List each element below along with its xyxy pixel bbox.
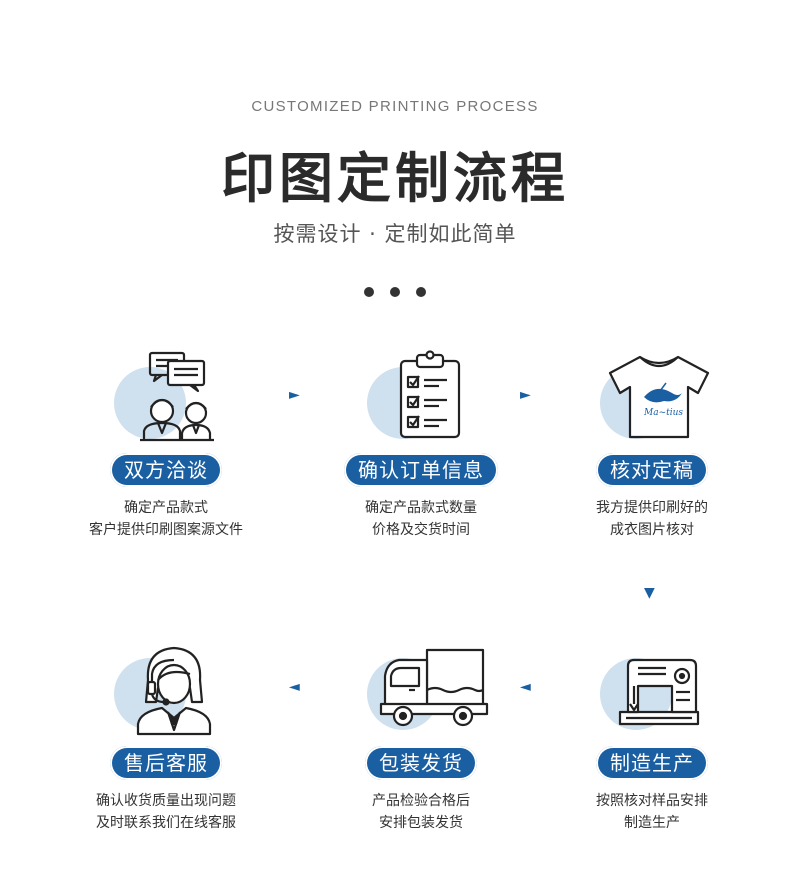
step-title: 核对定稿 (596, 453, 708, 487)
arrow-down-icon: ▼ (644, 585, 655, 601)
discussion-icon (140, 351, 214, 442)
step-desc-line: 我方提供印刷好的 (596, 500, 708, 516)
step-desc-line: 产品检验合格后 (372, 793, 470, 809)
subtitle-english: CUSTOMIZED PRINTING PROCESS (251, 98, 539, 115)
tagline: 按需设计 · 定制如此简单 (273, 222, 517, 246)
arrow-left-icon: ◄ (289, 679, 300, 695)
step-manufacturing: 制造生产 按照核对样品安排 制造生产 (542, 636, 762, 834)
sewing-machine-icon (618, 658, 700, 726)
step-proof-approval: Ma~tius 核对定稿 我方提供印刷好的 成衣图片核对 (542, 343, 762, 541)
step-desc-line: 确定产品款式 (124, 500, 208, 516)
customer-service-icon (136, 646, 212, 736)
arrow-right-icon: ► (520, 387, 531, 403)
arrow-left-icon: ◄ (520, 679, 531, 695)
step-desc-line: 确认收货质量出现问题 (96, 793, 236, 809)
step-desc-line: 安排包装发货 (379, 815, 463, 831)
dots-divider (0, 282, 790, 301)
svg-text:Ma~tius: Ma~tius (643, 408, 683, 418)
step-confirm-order: 确认订单信息 确定产品款式数量 价格及交货时间 (311, 343, 531, 541)
arrow-right-icon: ► (289, 387, 300, 403)
page-title: 印图定制流程 (221, 147, 569, 210)
step-desc-line: 按照核对样品安排 (596, 793, 708, 809)
step-packing-shipping: 包装发货 产品检验合格后 安排包装发货 (311, 636, 531, 834)
step-desc-line: 客户提供印刷图案源文件 (89, 522, 243, 538)
step-desc-line: 及时联系我们在线客服 (96, 815, 236, 831)
step-title: 售后客服 (110, 746, 222, 780)
step-title: 双方洽谈 (110, 453, 222, 487)
step-negotiation: 双方洽谈 确定产品款式 客户提供印刷图案源文件 (56, 343, 276, 541)
step-desc-line: 成衣图片核对 (610, 522, 694, 538)
step-title: 制造生产 (596, 746, 708, 780)
step-desc-line: 价格及交货时间 (372, 522, 470, 538)
delivery-truck-icon (379, 648, 489, 727)
step-desc-line: 确定产品款式数量 (365, 500, 477, 516)
step-after-sales: 售后客服 确认收货质量出现问题 及时联系我们在线客服 (56, 636, 276, 834)
step-title: 确认订单信息 (344, 453, 498, 487)
step-desc-line: 制造生产 (624, 815, 680, 831)
tshirt-icon: Ma~tius (608, 355, 710, 439)
clipboard-checklist-icon (399, 350, 461, 439)
step-title: 包装发货 (365, 746, 477, 780)
